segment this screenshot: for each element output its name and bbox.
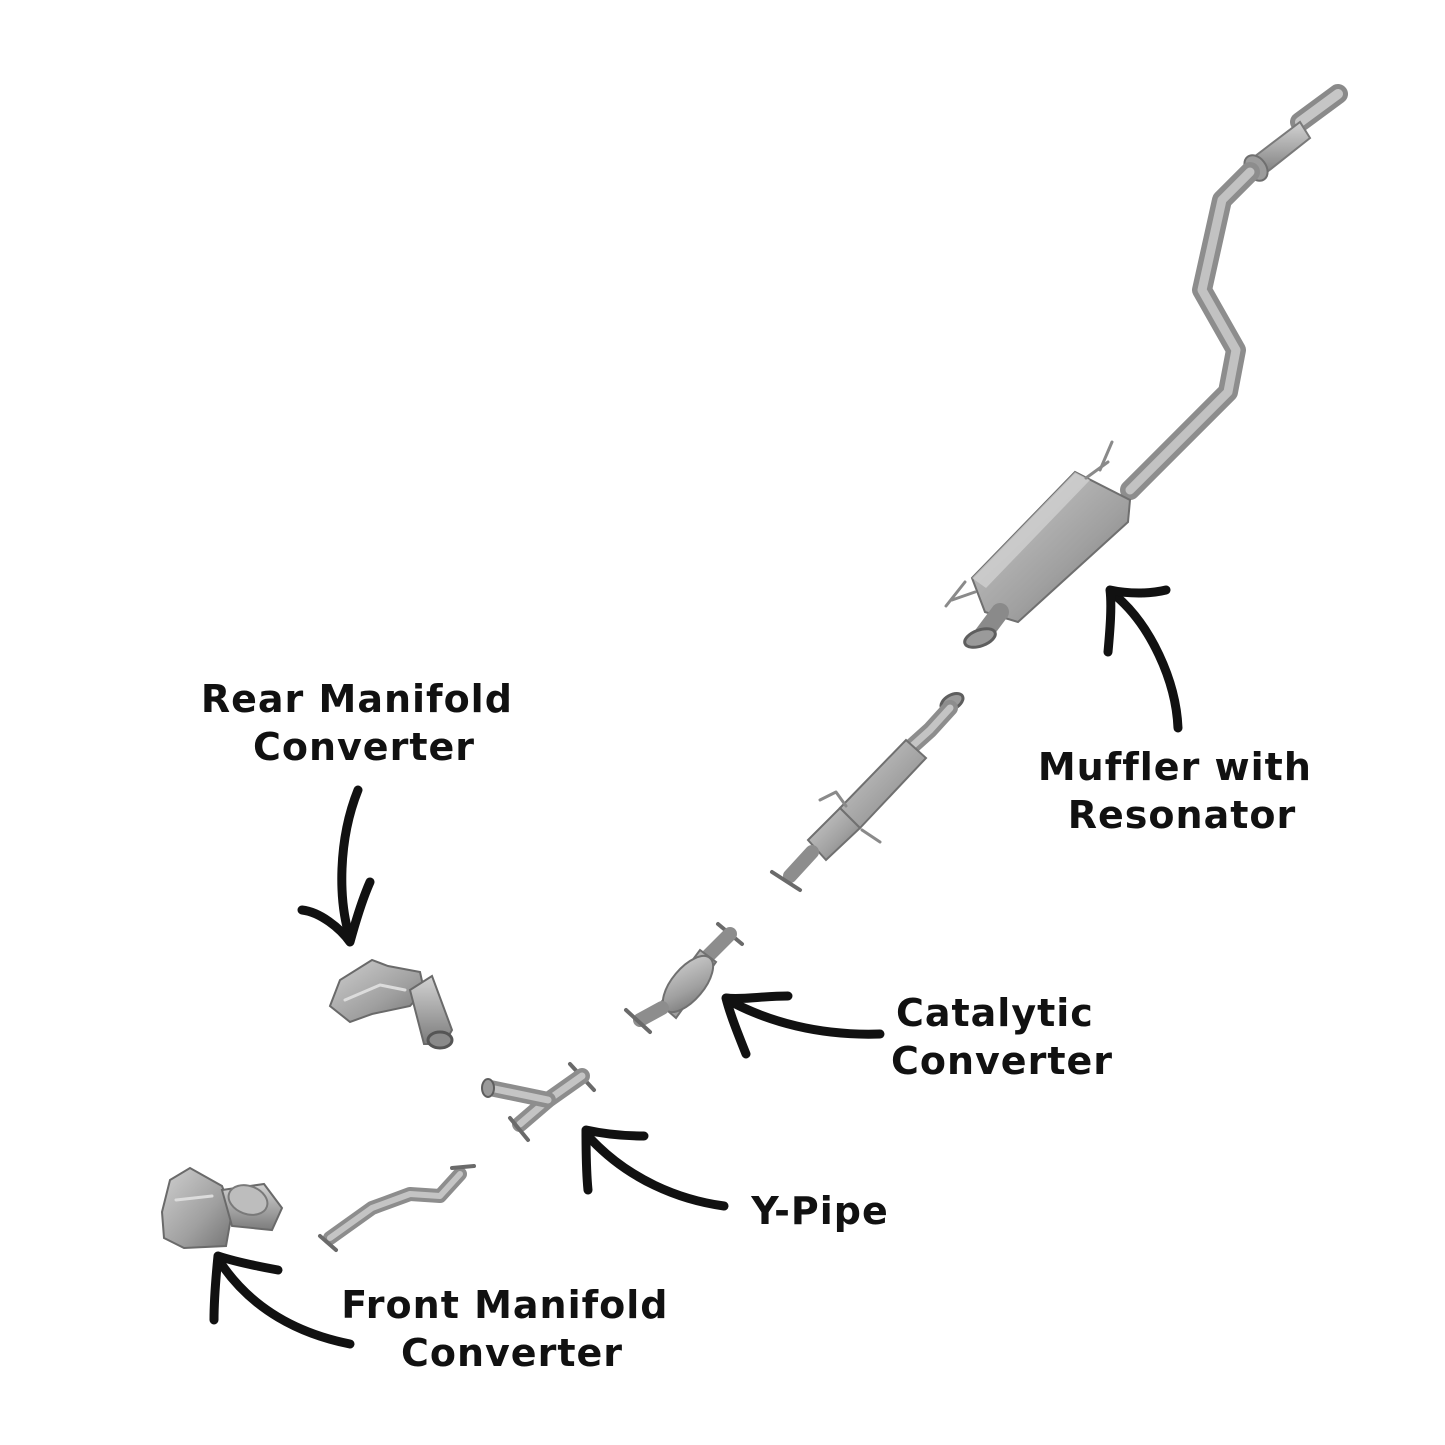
arrow-catalytic bbox=[721, 991, 885, 1059]
label-catalytic-converter: Catalytic Converter bbox=[891, 991, 1113, 1083]
arrow-rear-manifold bbox=[297, 785, 375, 947]
label-y-pipe: Y-Pipe bbox=[750, 1189, 889, 1233]
arrow-y-pipe bbox=[581, 1125, 729, 1211]
y-pipe-part bbox=[481, 1062, 596, 1142]
label-line: Converter bbox=[891, 1039, 1113, 1083]
muffler-with-resonator-part bbox=[944, 84, 1348, 649]
arrow-muffler bbox=[1103, 585, 1183, 733]
label-muffler-with-resonator: Muffler with Resonator bbox=[1038, 745, 1326, 837]
label-line: Front Manifold bbox=[341, 1283, 668, 1327]
label-line: Converter bbox=[253, 725, 475, 769]
front-manifold-converter-part bbox=[160, 1166, 284, 1250]
label-line: Muffler with bbox=[1038, 745, 1312, 789]
resonator-pipe-part bbox=[770, 691, 965, 892]
label-line: Converter bbox=[401, 1331, 623, 1375]
label-line: Rear Manifold bbox=[201, 677, 513, 721]
label-line: Catalytic bbox=[896, 991, 1094, 1035]
front-pipe-part bbox=[318, 1164, 476, 1252]
label-line: Y-Pipe bbox=[750, 1189, 889, 1233]
catalytic-converter-part bbox=[624, 922, 744, 1034]
rear-manifold-converter-part bbox=[328, 958, 454, 1050]
label-front-manifold-converter: Front Manifold Converter bbox=[341, 1283, 682, 1375]
label-rear-manifold-converter: Rear Manifold Converter bbox=[201, 677, 527, 769]
arrow-front-manifold bbox=[209, 1251, 355, 1349]
label-line: Resonator bbox=[1068, 793, 1296, 837]
